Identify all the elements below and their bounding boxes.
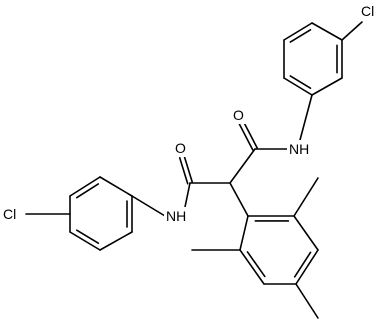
carbonyl-double-bond xyxy=(242,120,258,149)
methyl-bond xyxy=(293,177,319,217)
c-c-bond xyxy=(229,182,249,217)
ring-bond xyxy=(239,215,249,251)
bond-layer xyxy=(25,21,363,319)
label-mask xyxy=(172,139,188,157)
c-n-bond xyxy=(299,94,313,141)
carbonyl-double-bond xyxy=(183,155,194,184)
label-mask xyxy=(1,205,25,223)
ring-bond xyxy=(69,176,101,197)
carbonyl-oxygen-label-left: O xyxy=(175,140,186,156)
ring-bond xyxy=(239,249,265,285)
atom-label-layer: Cl NH O O NH Cl xyxy=(1,2,382,225)
chlorine-label-top-right: Cl xyxy=(361,3,374,19)
ring-bond xyxy=(283,22,313,41)
n-c-bond xyxy=(131,195,166,217)
carbonyl-double-bond xyxy=(178,156,189,185)
methyl-bond xyxy=(295,283,319,319)
carbonyl-oxygen-label-right: O xyxy=(233,107,244,123)
ring-bond xyxy=(69,231,101,251)
amide-nh-label-left: NH xyxy=(166,208,186,224)
ring-double-bond xyxy=(289,75,312,90)
chlorine-label-left: Cl xyxy=(3,206,16,222)
label-mask xyxy=(287,140,317,158)
ring-bond xyxy=(293,215,319,251)
ring-double-bond xyxy=(289,28,312,43)
amide-nh-label-right: NH xyxy=(289,141,309,157)
label-mask xyxy=(164,207,194,225)
label-mask xyxy=(230,106,246,124)
c-n-bond xyxy=(184,182,191,208)
ring-double-bond xyxy=(75,229,100,244)
ring-bond xyxy=(283,77,313,96)
label-mask xyxy=(358,2,382,20)
ring-bond xyxy=(99,176,133,197)
ring-bond xyxy=(99,231,133,251)
c-c-bond xyxy=(229,148,256,184)
carbonyl-double-bond xyxy=(238,122,254,151)
ring-bond xyxy=(311,22,343,41)
ring-double-bond xyxy=(293,251,312,278)
ring-double-bond xyxy=(246,251,266,278)
ring-bond xyxy=(295,249,319,285)
c-cl-bond xyxy=(341,21,363,41)
ring-double-bond xyxy=(75,183,100,199)
ring-bond xyxy=(311,77,343,96)
